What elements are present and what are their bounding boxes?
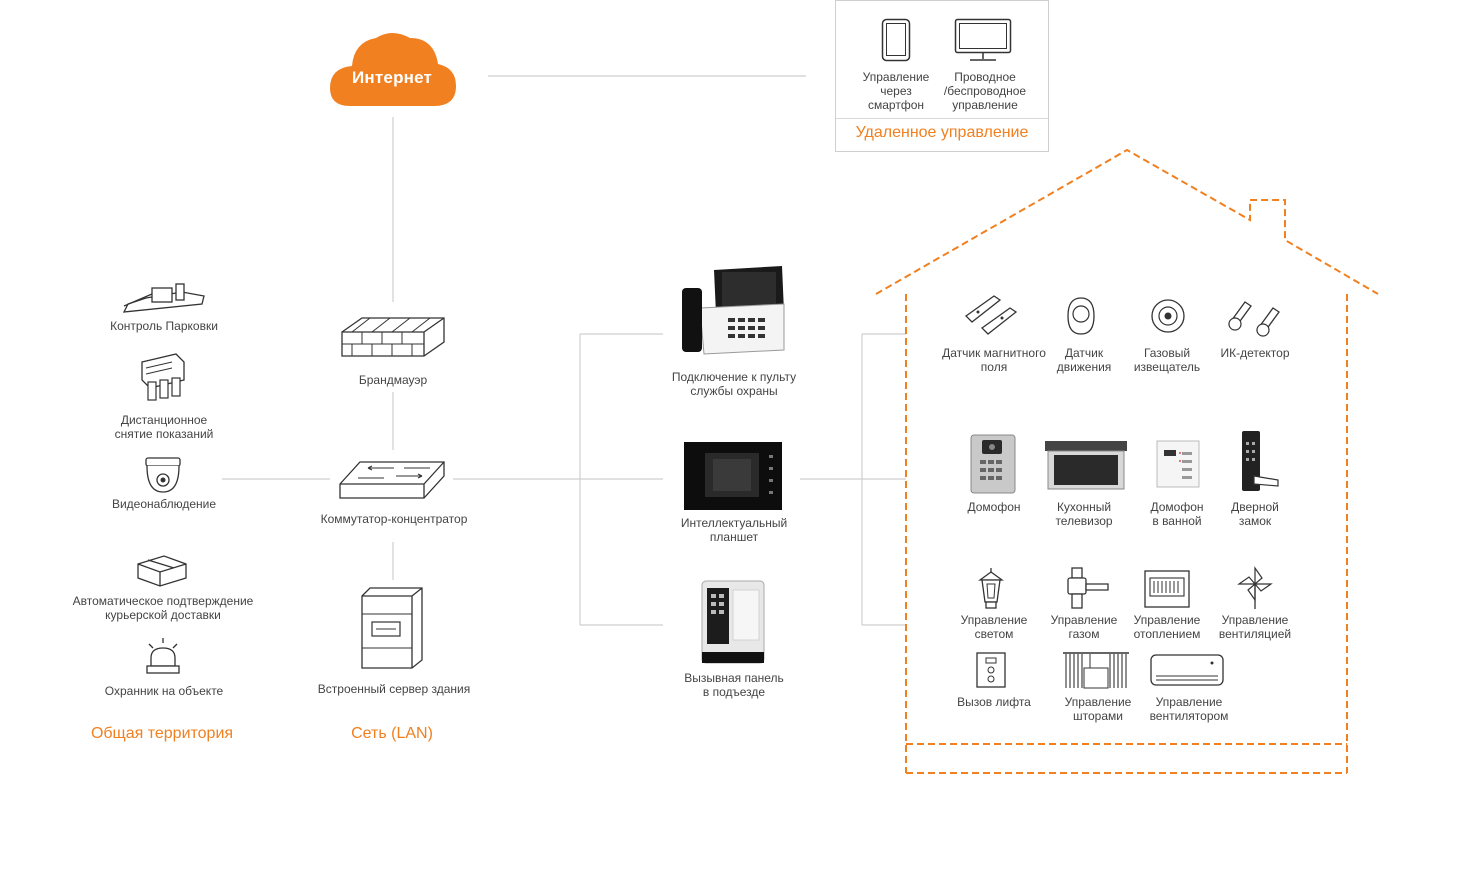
switch-label: Коммутатор-концентратор: [320, 512, 468, 526]
meter-reading-icon: [138, 352, 188, 409]
remote-smartphone-label: Управление через смартфон: [862, 70, 930, 112]
bathroom-intercom-label: Домофон в ванной: [1150, 500, 1204, 528]
remote-title: Удаленное управление: [855, 124, 1029, 141]
fan-control-label: Управление вентилятором: [1149, 695, 1229, 723]
gas-control-icon: [1064, 566, 1110, 615]
internet-cloud: Интернет: [330, 28, 456, 108]
common-area-title: Общая территория: [90, 725, 234, 742]
curtain-control-label: Управление шторами: [1064, 695, 1132, 723]
fan-control-icon: [1150, 654, 1224, 691]
parking-barrier-icon: [122, 282, 206, 321]
magnetic-sensor-icon: [964, 294, 1022, 341]
door-lock-icon: [1238, 430, 1280, 497]
kitchen-tv-label: Кухонный телевизор: [1055, 500, 1113, 528]
house-outline: [875, 148, 1379, 774]
switch-hub-icon: [338, 458, 446, 505]
elevator-call-label: Вызов лифта: [957, 695, 1031, 709]
firewall-icon: [340, 314, 446, 363]
entrance-panel-label: Вызывная панель в подъезде: [684, 671, 784, 699]
heating-control-icon: [1144, 570, 1190, 613]
ir-detector-label: ИК-детектор: [1220, 346, 1290, 360]
elevator-call-icon: [976, 652, 1006, 693]
ventilation-control-label: Управление вентиляцией: [1218, 613, 1292, 641]
magnetic-sensor-label: Датчик магнитного поля: [942, 346, 1046, 374]
kitchen-tv-icon: [1044, 440, 1128, 495]
door-lock-label: Дверной замок: [1231, 500, 1279, 528]
remote-control-box: Управление через смартфон Проводное /бес…: [835, 0, 1049, 152]
cctv-label: Видеонаблюдение: [111, 497, 217, 511]
motion-sensor-icon: [1064, 296, 1098, 341]
alarm-light-icon: [144, 636, 182, 681]
building-server-icon: [360, 586, 424, 675]
parcel-box-icon: [136, 552, 188, 593]
light-control-icon: [976, 566, 1006, 617]
remote-wired-label: Проводное /беспроводное управление: [943, 70, 1027, 112]
cloud-icon: [330, 33, 456, 106]
monitor-icon: [954, 18, 1012, 67]
smart-tablet-icon: [683, 441, 783, 516]
smart-tablet-label: Интеллектуальный планшет: [680, 516, 788, 544]
remote-divider: [836, 118, 1048, 119]
bathroom-intercom-icon: [1156, 440, 1200, 493]
security-console-label: Подключение к пульту службы охраны: [671, 370, 797, 398]
door-intercom-icon: [970, 434, 1016, 499]
firewall-label: Брандмауэр: [358, 373, 428, 387]
light-control-label: Управление светом: [960, 613, 1028, 641]
motion-sensor-label: Датчик движения: [1056, 346, 1112, 374]
cctv-icon: [143, 456, 183, 499]
gas-detector-label: Газовый извещатель: [1133, 346, 1201, 374]
parcel-label: Автоматическое подтверждение курьерской …: [72, 594, 254, 622]
gas-control-label: Управление газом: [1050, 613, 1118, 641]
guard-label: Охранник на объекте: [104, 684, 224, 698]
security-console-icon: [680, 264, 790, 361]
ventilation-control-icon: [1236, 564, 1274, 615]
server-label: Встроенный сервер здания: [317, 682, 471, 696]
curtain-control-icon: [1062, 650, 1130, 695]
lan-title: Сеть (LAN): [351, 725, 433, 742]
parking-label: Контроль Парковки: [110, 319, 218, 333]
gas-detector-icon: [1150, 298, 1186, 339]
heating-control-label: Управление отоплением: [1133, 613, 1201, 641]
entrance-panel-icon: [701, 580, 765, 669]
ir-detector-icon: [1225, 298, 1285, 343]
meter-reading-label: Дистанционное снятие показаний: [114, 413, 214, 441]
smartphone-icon: [881, 18, 911, 67]
internet-label: Интернет: [352, 68, 433, 87]
door-intercom-label: Домофон: [967, 500, 1021, 514]
